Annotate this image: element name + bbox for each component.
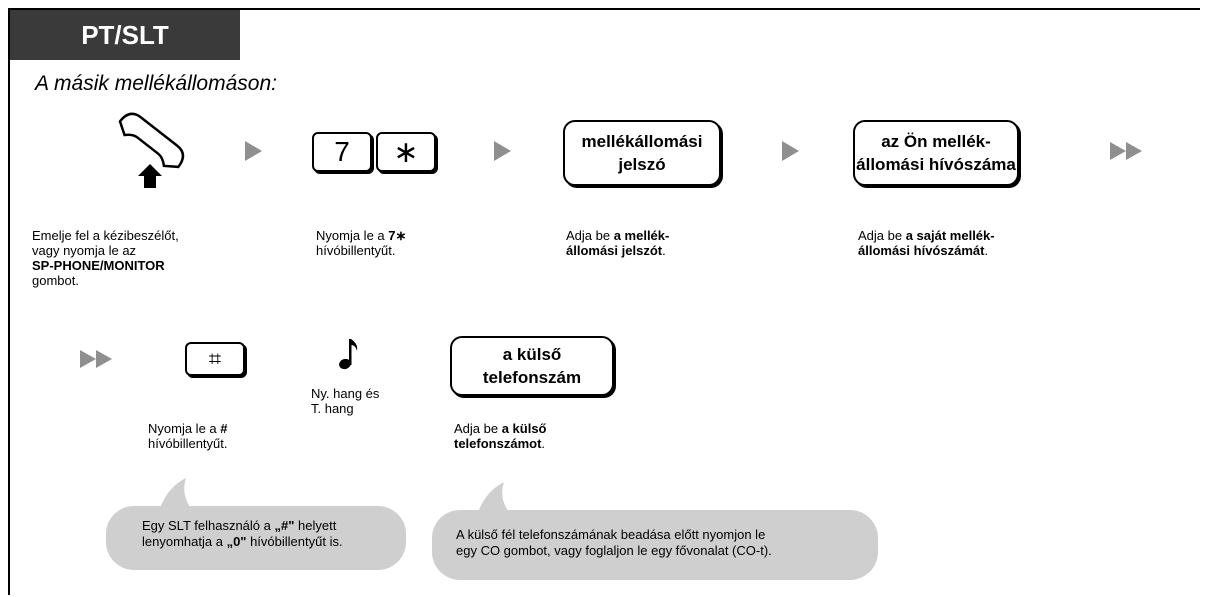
own-number-box: az Ön mellék-állomási hívószáma — [853, 120, 1019, 186]
tone-caption: Ny. hang és T. hang — [311, 386, 380, 416]
key-star: ∗ — [376, 132, 436, 172]
continue-arrow — [80, 350, 112, 368]
external-caption: Adja be a külső telefonszámot. — [454, 421, 547, 451]
section-subtitle: A másik mellékállomáson: — [35, 72, 277, 95]
own-number-caption: Adja be a saját mellék- állomási hívószá… — [858, 228, 995, 258]
section-tab: PT/SLT — [10, 10, 240, 60]
offhook-caption: Emelje fel a kézibeszélőt, vagy nyomja l… — [32, 228, 179, 288]
next-arrow — [245, 141, 262, 161]
next-arrow — [782, 141, 799, 161]
section-frame — [8, 8, 1200, 595]
dial-code-caption: Nyomja le a 7∗ hívóbillentyűt. — [316, 228, 407, 258]
continue-arrow — [1110, 142, 1142, 160]
next-arrow — [494, 141, 511, 161]
slt-note-bubble: Egy SLT felhasználó a „#" helyett lenyom… — [106, 506, 406, 570]
handset-offhook-icon — [118, 112, 185, 188]
music-note-icon — [339, 339, 358, 370]
co-note-bubble: A külső fél telefonszámának beadása előt… — [432, 510, 878, 580]
key-7: 7 — [312, 132, 372, 172]
key-hash: ⌗ — [185, 342, 245, 376]
password-caption: Adja be a mellék- állomási jelszót. — [566, 228, 670, 258]
hash-caption: Nyomja le a # hívóbillentyűt. — [148, 421, 228, 451]
